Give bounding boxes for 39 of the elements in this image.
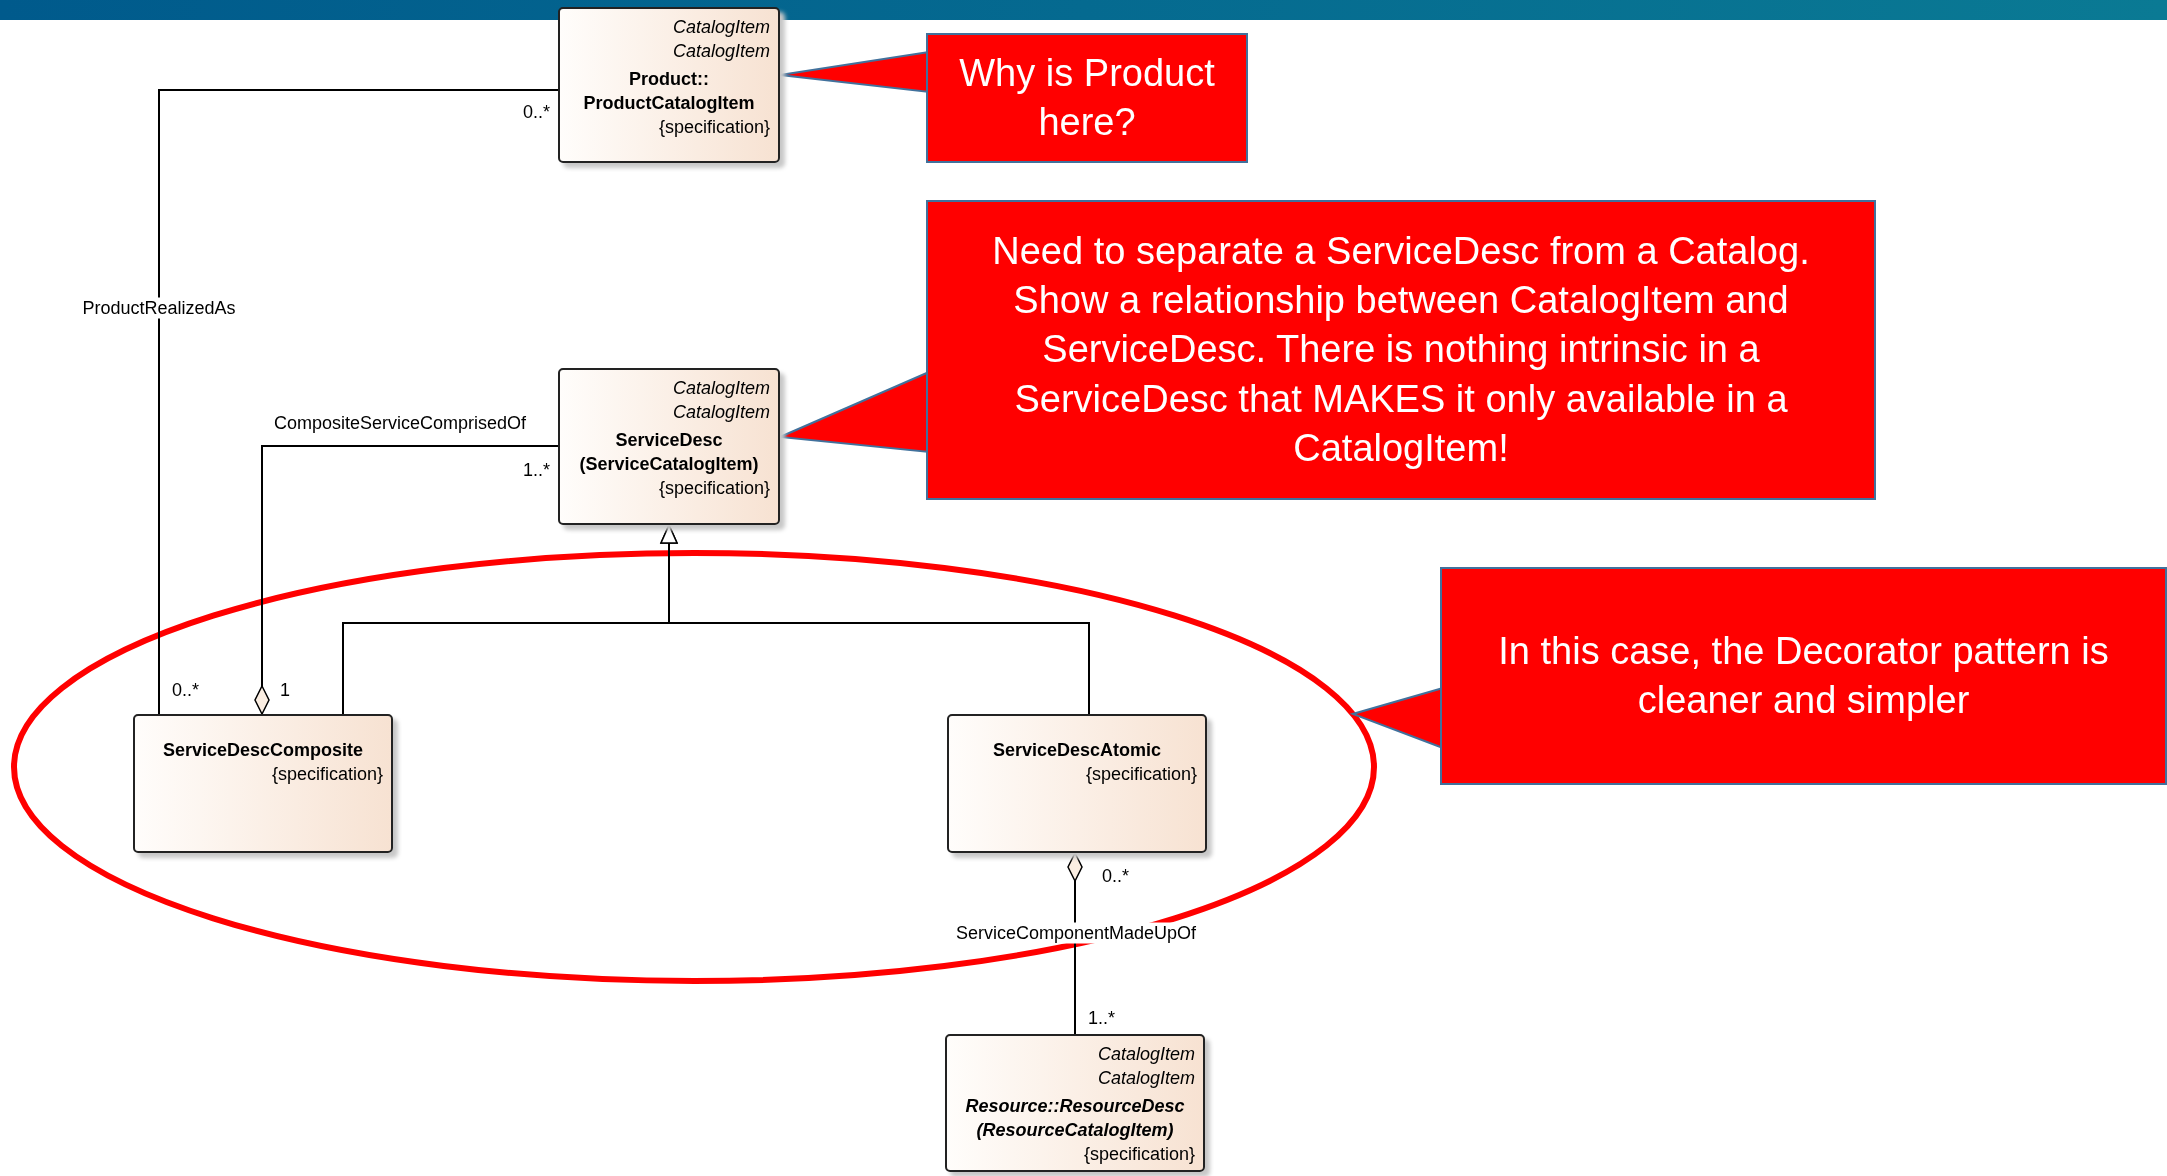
stereotype-text: CatalogItem [671, 40, 770, 63]
class-name: Product:: ProductCatalogItem [582, 68, 756, 115]
constraint-text: {specification} [657, 116, 770, 139]
class-name: ServiceDescAtomic [991, 739, 1163, 762]
constraint-text: {specification} [1084, 763, 1197, 786]
constraint-text: {specification} [1082, 1143, 1195, 1166]
multiplicity-label: 0..* [1102, 866, 1130, 887]
constraint-text: {specification} [270, 763, 383, 786]
stereotype-text: CatalogItem [671, 377, 770, 400]
callout-box [926, 200, 1876, 500]
class-name: Resource::ResourceDesc (ResourceCatalogItem) [964, 1095, 1186, 1142]
callout-text: Why is Product here? [958, 50, 1216, 145]
edge-label: ProductRealizedAs [80, 297, 238, 319]
association-line [1067, 852, 1083, 1035]
generalization-arrow [660, 524, 1090, 715]
class-box [558, 368, 780, 525]
multiplicity-label: 1..* [521, 460, 550, 481]
callout-text: Need to separate a ServiceDesc from a Catalog. Show a relationship between CatalogItem and ServiceDesc. There is nothing intrinsic in a ServiceDesc that MAKES it only available in a CatalogItem! [991, 228, 1811, 472]
multiplicity-label: 1..* [1088, 1008, 1116, 1029]
class-name: ServiceDescComposite [161, 739, 365, 762]
association-line [254, 445, 559, 715]
callout-box [926, 33, 1248, 163]
class-box [945, 1034, 1205, 1172]
stereotype-text: CatalogItem [1096, 1043, 1195, 1066]
stereotype-text: CatalogItem [671, 401, 770, 424]
callout-text: In this case, the Decorator pattern is cleaner and simpler [1497, 628, 2110, 723]
multiplicity-label: 0..* [521, 102, 550, 123]
class-name: ServiceDesc (ServiceCatalogItem) [578, 429, 760, 476]
stereotype-text: CatalogItem [671, 16, 770, 39]
class-box [133, 714, 393, 853]
callout-box [1440, 567, 2167, 785]
class-box [947, 714, 1207, 853]
multiplicity-label: 0..* [172, 680, 200, 701]
edge-label: ServiceComponentMadeUpOf [953, 922, 1199, 944]
class-box [558, 7, 780, 163]
constraint-text: {specification} [657, 477, 770, 500]
association-line [158, 89, 559, 715]
multiplicity-label: 1 [280, 680, 290, 701]
stereotype-text: CatalogItem [1096, 1067, 1195, 1090]
